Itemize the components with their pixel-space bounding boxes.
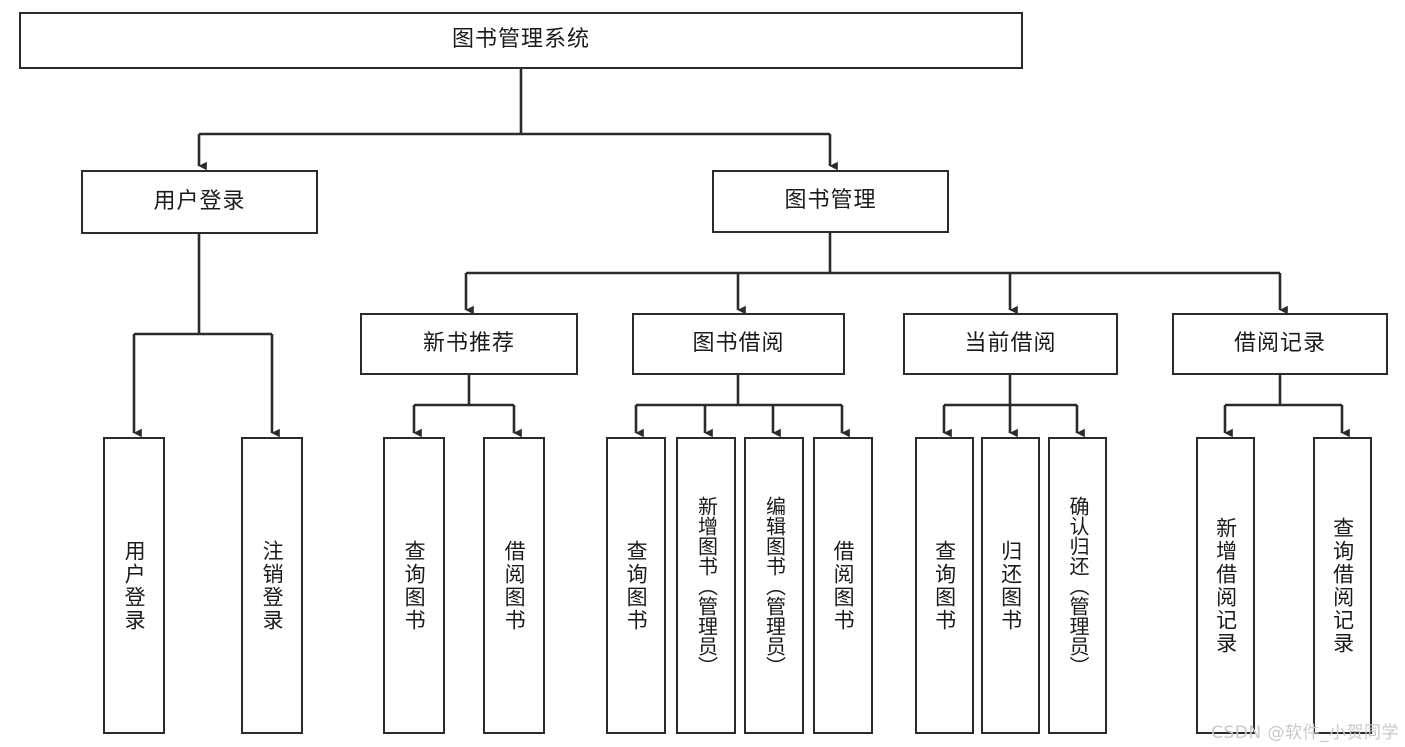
node-label: 查询借阅记录 <box>1330 516 1355 655</box>
leaf-borrow-record-query[interactable]: 查询借阅记录 <box>1313 437 1372 734</box>
node-book-management[interactable]: 图书管理 <box>712 170 949 233</box>
node-label: 归还图书 <box>998 539 1023 632</box>
node-label: 当前借阅 <box>964 330 1057 356</box>
node-label: 查询图书 <box>624 539 649 632</box>
leaf-new-book-borrow[interactable]: 借阅图书 <box>483 437 545 734</box>
watermark: CSDN @软件_小贺同学 <box>1211 723 1399 743</box>
node-new-book-recommend[interactable]: 新书推荐 <box>360 313 578 375</box>
node-book-borrow[interactable]: 图书借阅 <box>632 313 845 375</box>
leaf-book-borrow-query[interactable]: 查询图书 <box>606 437 666 734</box>
node-label: 用户登录 <box>122 539 147 632</box>
leaf-current-borrow-confirm-return[interactable]: 确认归还（管理员） <box>1048 437 1107 734</box>
leaf-user-login-logout[interactable]: 注销登录 <box>241 437 303 734</box>
leaf-borrow-record-add[interactable]: 新增借阅记录 <box>1196 437 1255 734</box>
node-label: 新增借阅记录 <box>1213 516 1238 655</box>
leaf-current-borrow-return[interactable]: 归还图书 <box>981 437 1040 734</box>
node-label: 查询图书 <box>932 539 957 632</box>
leaf-new-book-query[interactable]: 查询图书 <box>383 437 445 734</box>
node-label: 新书推荐 <box>422 330 515 356</box>
node-label: 查询图书 <box>402 539 427 632</box>
leaf-book-borrow-edit[interactable]: 编辑图书（管理员） <box>744 437 804 734</box>
node-user-login[interactable]: 用户登录 <box>81 170 318 234</box>
node-label: 借阅图书 <box>831 539 856 632</box>
node-label: 新增图书（管理员） <box>694 495 719 676</box>
node-label: 借阅图书 <box>502 539 527 632</box>
leaf-current-borrow-query[interactable]: 查询图书 <box>915 437 974 734</box>
node-label: 注销登录 <box>260 539 285 632</box>
leaf-user-login-login[interactable]: 用户登录 <box>103 437 165 734</box>
leaf-book-borrow-add[interactable]: 新增图书（管理员） <box>676 437 736 734</box>
node-label: 确认归还（管理员） <box>1066 495 1090 676</box>
node-current-borrow[interactable]: 当前借阅 <box>903 313 1118 375</box>
leaf-book-borrow-borrow[interactable]: 借阅图书 <box>813 437 873 734</box>
node-label: 用户登录 <box>153 188 246 214</box>
node-label: 图书管理系统 <box>451 27 590 53</box>
node-label: 图书管理 <box>784 188 877 214</box>
node-label: 编辑图书（管理员） <box>762 495 787 676</box>
node-label: 图书借阅 <box>692 330 785 356</box>
node-label: 借阅记录 <box>1233 330 1326 356</box>
node-borrow-record[interactable]: 借阅记录 <box>1172 313 1388 375</box>
node-root-book-management-system[interactable]: 图书管理系统 <box>19 12 1023 69</box>
